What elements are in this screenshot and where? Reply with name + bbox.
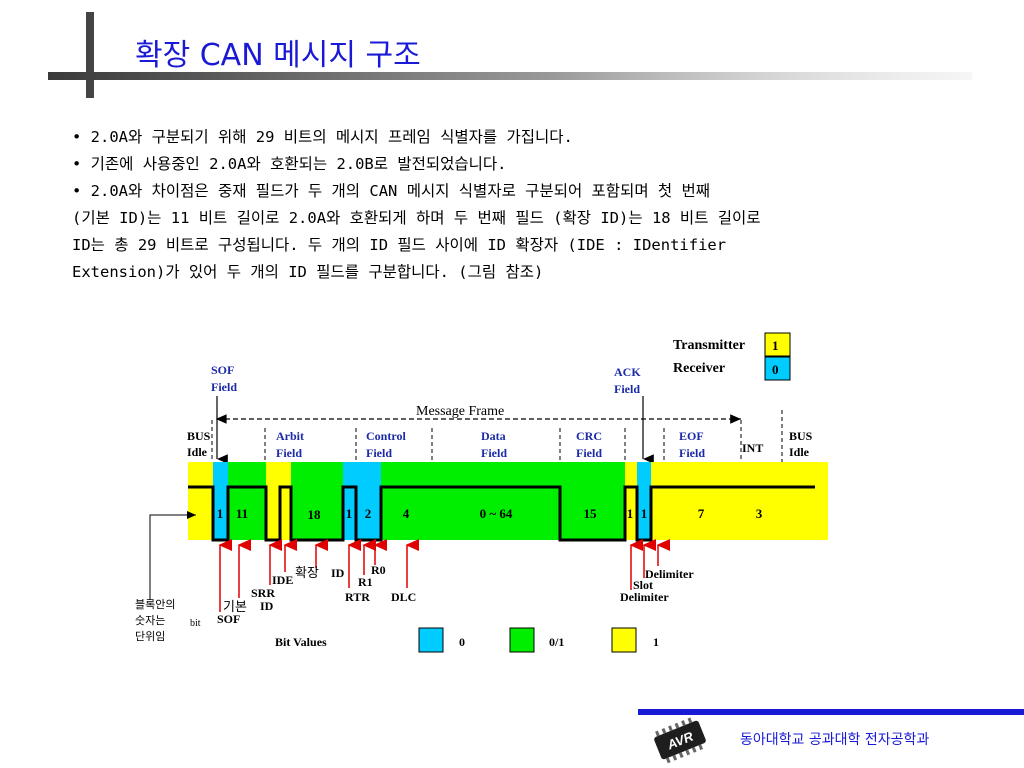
page-title: 확장 CAN 메시지 구조 bbox=[135, 38, 421, 73]
ack-slot-block bbox=[637, 462, 651, 540]
avr-chip-logo: AVR bbox=[654, 717, 706, 764]
arbit-field-label: Arbit bbox=[276, 429, 304, 443]
dlc-block bbox=[381, 462, 432, 540]
side-note-line3: bit bbox=[190, 618, 201, 629]
eof-block bbox=[664, 462, 741, 540]
title-decoration bbox=[48, 12, 972, 98]
arbit-field-label2: Field bbox=[276, 446, 302, 460]
delimiter-bit-label: Delimiter bbox=[645, 567, 694, 581]
rtr-block bbox=[343, 462, 356, 540]
data-block bbox=[432, 462, 560, 540]
ack-delimiter-block bbox=[651, 462, 664, 540]
side-note-arrow bbox=[149, 511, 196, 600]
cell-ext-id: 18 bbox=[308, 507, 322, 522]
body-line: • 기존에 사용중인 2.0A와 호환되는 2.0B로 발전되었습니다. bbox=[72, 155, 507, 173]
body-line: Extension)가 있어 두 개의 ID 필드를 구분합니다. (그림 참조… bbox=[72, 263, 544, 281]
bus-idle-left-label2: Idle bbox=[187, 445, 208, 459]
cell-data: 0 ~ 64 bbox=[480, 506, 513, 521]
ack-field-label2: Field bbox=[614, 382, 640, 396]
cell-crc: 15 bbox=[584, 506, 598, 521]
legend-transmitter-value: 1 bbox=[772, 338, 779, 353]
r1r0-block bbox=[356, 462, 381, 540]
bit-value-01-swatch bbox=[509, 627, 535, 653]
bit-values-title: Bit Values bbox=[275, 635, 327, 649]
control-field-label2: Field bbox=[366, 446, 392, 460]
sof-field-label: SOF bbox=[211, 363, 234, 377]
message-frame-label: Message Frame bbox=[416, 404, 504, 419]
body-line: • 2.0A와 구분되기 위해 29 비트의 메시지 프레임 식별자를 가집니다… bbox=[72, 128, 573, 146]
bit-value-1-label: 1 bbox=[653, 635, 659, 649]
legend-receiver-box bbox=[764, 356, 791, 381]
crc-field-label: CRC bbox=[576, 429, 602, 443]
legend-receiver-label: Receiver bbox=[673, 361, 725, 376]
side-note-line2: 숫자는 bbox=[135, 614, 165, 627]
id-ext-bit-label: ID bbox=[331, 566, 345, 580]
footer-blue-bar bbox=[638, 709, 1024, 715]
r1-bit-label: R1 bbox=[358, 575, 373, 589]
body-text: • 2.0A와 구분되기 위해 29 비트의 메시지 프레임 식별자를 가집니다… bbox=[72, 124, 972, 286]
title-horizontal-bar bbox=[48, 72, 972, 80]
crc-delimiter-block bbox=[625, 462, 637, 540]
bus-idle-right-block bbox=[782, 462, 828, 540]
cell-crc-delim: 1 bbox=[627, 506, 634, 521]
cell-ack-slot: 1 bbox=[641, 506, 648, 521]
id-base-bit-label: ID bbox=[260, 599, 274, 613]
sof-block bbox=[213, 462, 228, 540]
cell-eof: 7 bbox=[698, 506, 705, 521]
eof-field-label: EOF bbox=[679, 429, 704, 443]
ide-bit-label: IDE bbox=[272, 573, 293, 587]
body-line: • 2.0A와 차이점은 중재 필드가 두 개의 CAN 메시지 식별자로 구분… bbox=[72, 182, 711, 200]
bit-value-0-label: 0 bbox=[459, 635, 465, 649]
bit-value-0-swatch bbox=[418, 627, 444, 653]
bit-value-01-label: 0/1 bbox=[549, 635, 564, 649]
int-block bbox=[741, 462, 782, 540]
cell-sof: 1 bbox=[217, 506, 224, 521]
cell-rtr: 1 bbox=[346, 506, 353, 521]
footer-decoration: AVR bbox=[638, 709, 1024, 764]
legend-transmitter-box bbox=[764, 332, 791, 357]
legend-receiver-value: 0 bbox=[772, 362, 779, 377]
ack-field-label: ACK bbox=[614, 365, 641, 379]
cell-int: 3 bbox=[756, 506, 763, 521]
base-id-block bbox=[228, 462, 266, 540]
side-note-line1: 블록안의 bbox=[135, 598, 175, 611]
dlc-bit-label: DLC bbox=[391, 590, 416, 604]
data-field-label: Data bbox=[481, 429, 506, 443]
footer-text: 동아대학교 공과대학 전자공학과 bbox=[740, 732, 930, 748]
delimiter2-bit-label: Delimiter bbox=[620, 590, 669, 604]
bus-idle-left-block bbox=[188, 462, 213, 540]
hwakjang-bit-label: 확장 bbox=[295, 566, 319, 581]
signal-waveform bbox=[188, 485, 815, 542]
ext-id-block bbox=[291, 462, 343, 540]
legend-transmitter-label: Transmitter bbox=[673, 338, 745, 353]
bus-idle-right-label: BUS bbox=[789, 429, 813, 443]
bit-value-1-swatch bbox=[611, 627, 637, 653]
cell-base-id: 11 bbox=[236, 506, 248, 521]
title-vertical-bar bbox=[86, 12, 94, 98]
body-line: (기본 ID)는 11 비트 길이로 2.0A와 호환되게 하며 두 번째 필드… bbox=[72, 209, 761, 227]
cell-dlc: 4 bbox=[403, 506, 410, 521]
sof-bit-label: SOF bbox=[217, 612, 240, 626]
control-field-label: Control bbox=[366, 429, 406, 443]
bus-idle-right-label2: Idle bbox=[789, 445, 810, 459]
sof-field-label2: Field bbox=[211, 380, 237, 394]
gibon-bit-label: 기본 bbox=[223, 600, 247, 615]
cell-r1r0: 2 bbox=[365, 506, 372, 521]
slot-bit-label: Slot bbox=[633, 578, 653, 592]
eof-field-label2: Field bbox=[679, 446, 705, 460]
int-label: INT bbox=[742, 441, 763, 455]
body-line: ID는 총 29 비트로 구성됩니다. 두 개의 ID 필드 사이에 ID 확장… bbox=[72, 236, 727, 254]
bus-idle-left-label: BUS bbox=[187, 429, 211, 443]
r0-bit-label: R0 bbox=[371, 563, 386, 577]
side-note-line4: 단위임 bbox=[135, 630, 165, 643]
crc-block bbox=[560, 462, 625, 540]
srr-bit-label: SRR bbox=[251, 586, 275, 600]
rtr-bit-label: RTR bbox=[345, 590, 370, 604]
data-field-label2: Field bbox=[481, 446, 507, 460]
crc-field-label2: Field bbox=[576, 446, 602, 460]
can-frame-diagram: Transmitter Receiver 1 0 Message Frame B… bbox=[135, 332, 828, 653]
